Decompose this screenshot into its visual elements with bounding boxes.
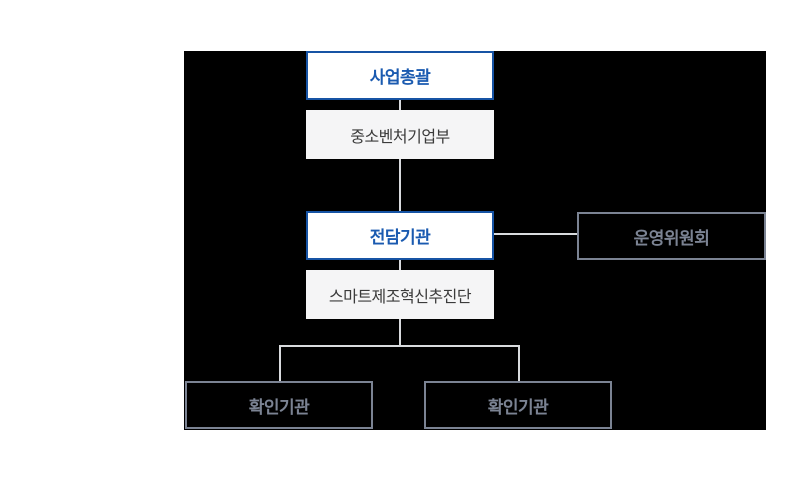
connector-branch-horizontal [279,345,520,347]
node-ministry-of-smes: 중소벤처기업부 [306,110,494,159]
node-confirmation-agency-right-label: 확인기관 [487,397,549,417]
connector-branch-to-confirm-right [518,345,520,381]
connector-agency-to-committee [494,233,577,235]
node-business-oversight-label: 사업총괄 [369,68,431,87]
node-smart-manufacturing-innovation-agency: 스마트제조혁신추진단 [306,270,494,319]
connector-agency-to-smart-innovation [399,260,401,270]
node-business-oversight: 사업총괄 [306,51,494,100]
node-steering-committee-label: 운영위원회 [633,228,710,248]
node-dedicated-agency: 전담기관 [306,211,494,260]
node-dedicated-agency-label: 전담기관 [369,228,431,247]
connector-oversight-to-ministry [399,100,401,110]
node-ministry-of-smes-label: 중소벤처기업부 [350,128,450,146]
node-steering-committee: 운영위원회 [577,212,766,260]
node-confirmation-agency-right: 확인기관 [424,381,612,429]
connector-smart-innovation-to-branch [399,319,401,346]
node-confirmation-agency-left: 확인기관 [185,381,373,429]
node-confirmation-agency-left-label: 확인기관 [248,397,310,417]
connector-branch-to-confirm-left [279,345,281,381]
connector-ministry-to-agency [399,159,401,211]
node-smart-manufacturing-innovation-agency-label: 스마트제조혁신추진단 [328,288,472,306]
